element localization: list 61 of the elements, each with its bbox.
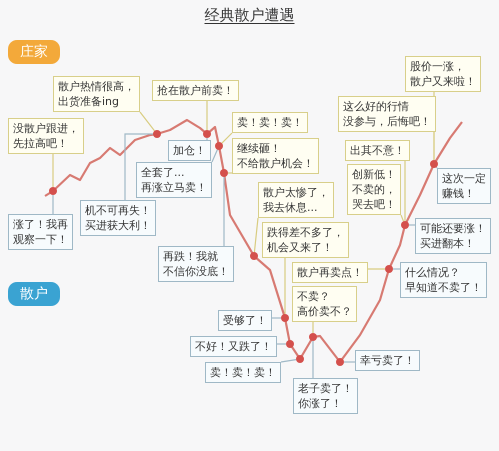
speech-callout: 老子卖了！你涨了！ (293, 378, 358, 414)
leader-line (206, 101, 208, 130)
speech-callout: 出其不意！ (345, 140, 410, 161)
data-point-dot (49, 187, 57, 195)
leader-line (400, 214, 404, 222)
speech-callout: 幸亏卖了！ (355, 350, 420, 371)
speech-callout: 机不可再失！买进获大利！ (80, 200, 156, 236)
speech-callout: 全套了...再涨立马卖！ (136, 162, 212, 198)
data-point-dot (203, 130, 211, 138)
leader-line (280, 359, 296, 363)
speech-callout: 什么情况？早知道不卖了！ (400, 262, 487, 298)
title: 经典散户遭遇 (204, 6, 294, 25)
speech-callout: 没散户跟进，先拉高吧！ (8, 118, 84, 154)
data-point-dot (296, 355, 304, 363)
leader-line (368, 268, 385, 270)
speech-callout: 散户热情很高，出货准备ing (53, 76, 140, 112)
leader-line (124, 133, 153, 200)
leader-line (344, 361, 355, 363)
speech-callout: 涨了！我再观察一下！ (8, 214, 73, 250)
speech-callout: 这么好的行情没参与，后悔吧！ (338, 96, 436, 132)
leader-line (52, 195, 54, 214)
speech-callout: 不卖？高价卖不？ (292, 286, 357, 322)
speech-callout: 再跌！我就不信你没底！ (158, 246, 234, 282)
speech-callout: 股价一涨，散户又来啦！ (405, 56, 481, 92)
leader-line (52, 154, 54, 187)
speech-callout: 卖！卖！卖！ (232, 112, 308, 133)
leader-line (404, 161, 406, 221)
data-point-dot (153, 130, 161, 138)
speech-callout: 散户再卖点！ (292, 262, 368, 283)
speech-callout: 加仓！ (168, 140, 211, 161)
data-point-dot (220, 169, 228, 177)
leader-line (436, 166, 438, 168)
speech-callout: 继续砸！不给散户机会！ (232, 138, 319, 174)
speech-callout: 这次一定赚钱！ (437, 168, 491, 204)
speech-callout: 不好！又跌了！ (190, 336, 277, 357)
leader-line (211, 149, 218, 162)
speech-callout: 散户太惨了，我去休息... (258, 182, 334, 218)
leader-line (254, 218, 259, 252)
group-badge: 散户 (8, 282, 60, 306)
data-point-dot (385, 265, 393, 273)
leader-line (223, 177, 225, 246)
data-point-dot (309, 333, 317, 341)
leader-line (140, 112, 156, 132)
speech-callout: 创新低！不卖的，哭去吧！ (347, 164, 401, 215)
data-point-dot (215, 142, 223, 150)
leader-line (312, 322, 314, 333)
data-point-dot (281, 314, 289, 322)
speech-callout: 跌得差不多了，机会又来了！ (262, 222, 349, 258)
leader-line (221, 132, 232, 144)
data-point-dot (250, 252, 258, 260)
speech-callout: 抢在散户前卖！ (152, 80, 239, 101)
speech-callout: 受够了！ (218, 310, 272, 331)
leader-line (284, 258, 286, 314)
group-badge: 庄家 (8, 40, 60, 64)
data-point-dot (286, 340, 294, 348)
leader-line (312, 341, 314, 378)
data-point-dot (401, 221, 409, 229)
speech-callout: 卖！卖！卖！ (205, 362, 281, 383)
data-point-dot (430, 160, 438, 168)
speech-callout: 可能还要涨！买进翻本！ (415, 218, 491, 254)
data-point-dot (336, 358, 344, 366)
